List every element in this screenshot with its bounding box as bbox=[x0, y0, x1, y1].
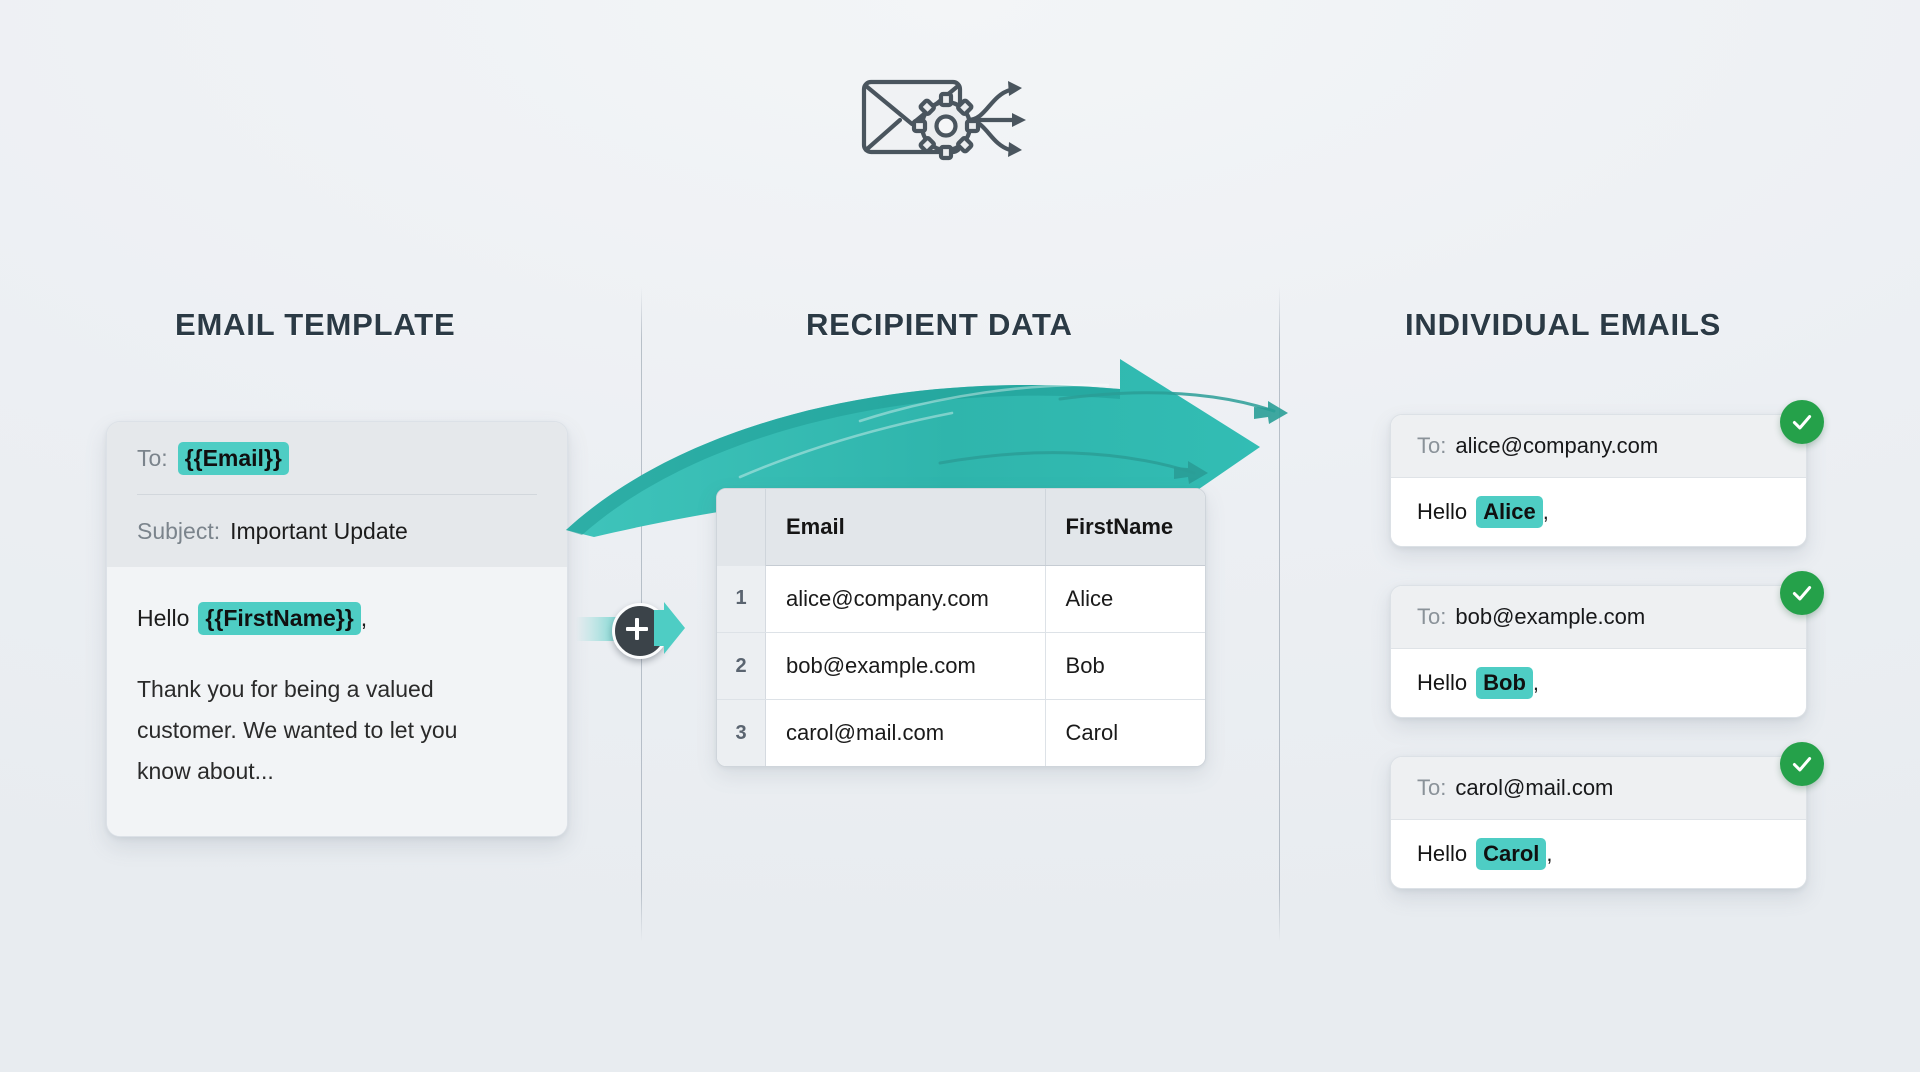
result-greeting-suffix: , bbox=[1546, 841, 1553, 866]
check-circle-icon bbox=[1780, 571, 1824, 615]
table-gutter-header bbox=[717, 489, 766, 566]
cell-firstname[interactable]: Carol bbox=[1044, 699, 1205, 766]
template-subject-label: Subject: bbox=[137, 517, 221, 544]
result-to-label: To: bbox=[1417, 775, 1447, 800]
result-greeting-prefix: Hello bbox=[1417, 670, 1468, 695]
result-to-value: alice@company.com bbox=[1455, 433, 1659, 458]
template-to-label: To: bbox=[137, 444, 168, 471]
check-circle-icon bbox=[1780, 742, 1824, 786]
recipient-data-table[interactable]: Email FirstName 1 alice@company.com Alic… bbox=[716, 488, 1206, 767]
merged-value-firstname: Bob bbox=[1476, 667, 1533, 699]
result-greeting-prefix: Hello bbox=[1417, 841, 1468, 866]
result-greeting-suffix: , bbox=[1532, 670, 1540, 695]
result-email-card[interactable]: To: carol@mail.com Hello Carol , bbox=[1390, 756, 1807, 889]
result-email-card[interactable]: To: bob@example.com Hello Bob , bbox=[1390, 585, 1807, 718]
merged-value-firstname: Carol bbox=[1476, 838, 1547, 870]
template-subject-row: Subject: Important Update bbox=[137, 495, 537, 567]
row-number: 3 bbox=[717, 699, 766, 766]
result-greeting-row: Hello Alice , bbox=[1391, 478, 1806, 546]
template-greeting-suffix: , bbox=[360, 604, 368, 631]
merge-tag-firstname: {{FirstName}} bbox=[198, 601, 361, 635]
result-greeting-row: Hello Bob , bbox=[1391, 649, 1806, 717]
email-template-card: To: {{Email}} Subject: Important Update … bbox=[106, 421, 568, 837]
result-to-row: To: alice@company.com bbox=[1391, 415, 1806, 478]
merge-connector bbox=[576, 598, 686, 660]
result-to-value: bob@example.com bbox=[1455, 604, 1646, 629]
result-greeting-suffix: , bbox=[1542, 499, 1549, 524]
merge-tag-email: {{Email}} bbox=[177, 441, 289, 475]
template-body-text: Thank you for being a valued customer. W… bbox=[137, 676, 458, 784]
result-to-row: To: bob@example.com bbox=[1391, 586, 1806, 649]
column-divider-right bbox=[1279, 287, 1280, 942]
result-greeting-prefix: Hello bbox=[1417, 499, 1468, 524]
table-row[interactable]: 3 carol@mail.com Carol bbox=[717, 699, 1205, 766]
template-subject-value: Important Update bbox=[230, 517, 408, 544]
table-column-firstname[interactable]: FirstName bbox=[1044, 489, 1205, 566]
heading-individual-emails: INDIVIDUAL EMAILS bbox=[1405, 307, 1722, 342]
result-greeting-row: Hello Carol , bbox=[1391, 820, 1806, 888]
cell-email[interactable]: bob@example.com bbox=[765, 632, 1046, 700]
cell-email[interactable]: alice@company.com bbox=[765, 565, 1046, 633]
template-greeting-prefix: Hello bbox=[137, 604, 190, 631]
cell-firstname[interactable]: Alice bbox=[1044, 565, 1205, 633]
result-to-label: To: bbox=[1417, 433, 1447, 458]
table-column-email[interactable]: Email bbox=[765, 489, 1046, 566]
table-row[interactable]: 2 bob@example.com Bob bbox=[717, 632, 1205, 700]
cell-email[interactable]: carol@mail.com bbox=[765, 699, 1046, 766]
template-greeting-line: Hello {{FirstName}} , bbox=[137, 597, 537, 639]
result-to-row: To: carol@mail.com bbox=[1391, 757, 1806, 820]
mail-merge-hero-icon bbox=[860, 68, 1060, 178]
table-header-row: Email FirstName bbox=[717, 489, 1205, 566]
heading-recipient-data: RECIPIENT DATA bbox=[806, 307, 1073, 342]
template-to-row: To: {{Email}} bbox=[137, 422, 537, 495]
row-number: 2 bbox=[717, 632, 766, 700]
heading-email-template: EMAIL TEMPLATE bbox=[175, 307, 456, 342]
merged-value-firstname: Alice bbox=[1476, 496, 1543, 528]
result-to-value: carol@mail.com bbox=[1455, 775, 1614, 800]
result-email-card[interactable]: To: alice@company.com Hello Alice , bbox=[1390, 414, 1807, 547]
template-header: To: {{Email}} Subject: Important Update bbox=[107, 422, 567, 567]
template-body: Hello {{FirstName}} , Thank you for bein… bbox=[107, 567, 567, 836]
arrow-right-icon bbox=[654, 602, 685, 654]
cell-firstname[interactable]: Bob bbox=[1044, 632, 1205, 700]
check-circle-icon bbox=[1780, 400, 1824, 444]
result-to-label: To: bbox=[1417, 604, 1447, 629]
row-number: 1 bbox=[717, 565, 766, 633]
table-row[interactable]: 1 alice@company.com Alice bbox=[717, 565, 1205, 633]
